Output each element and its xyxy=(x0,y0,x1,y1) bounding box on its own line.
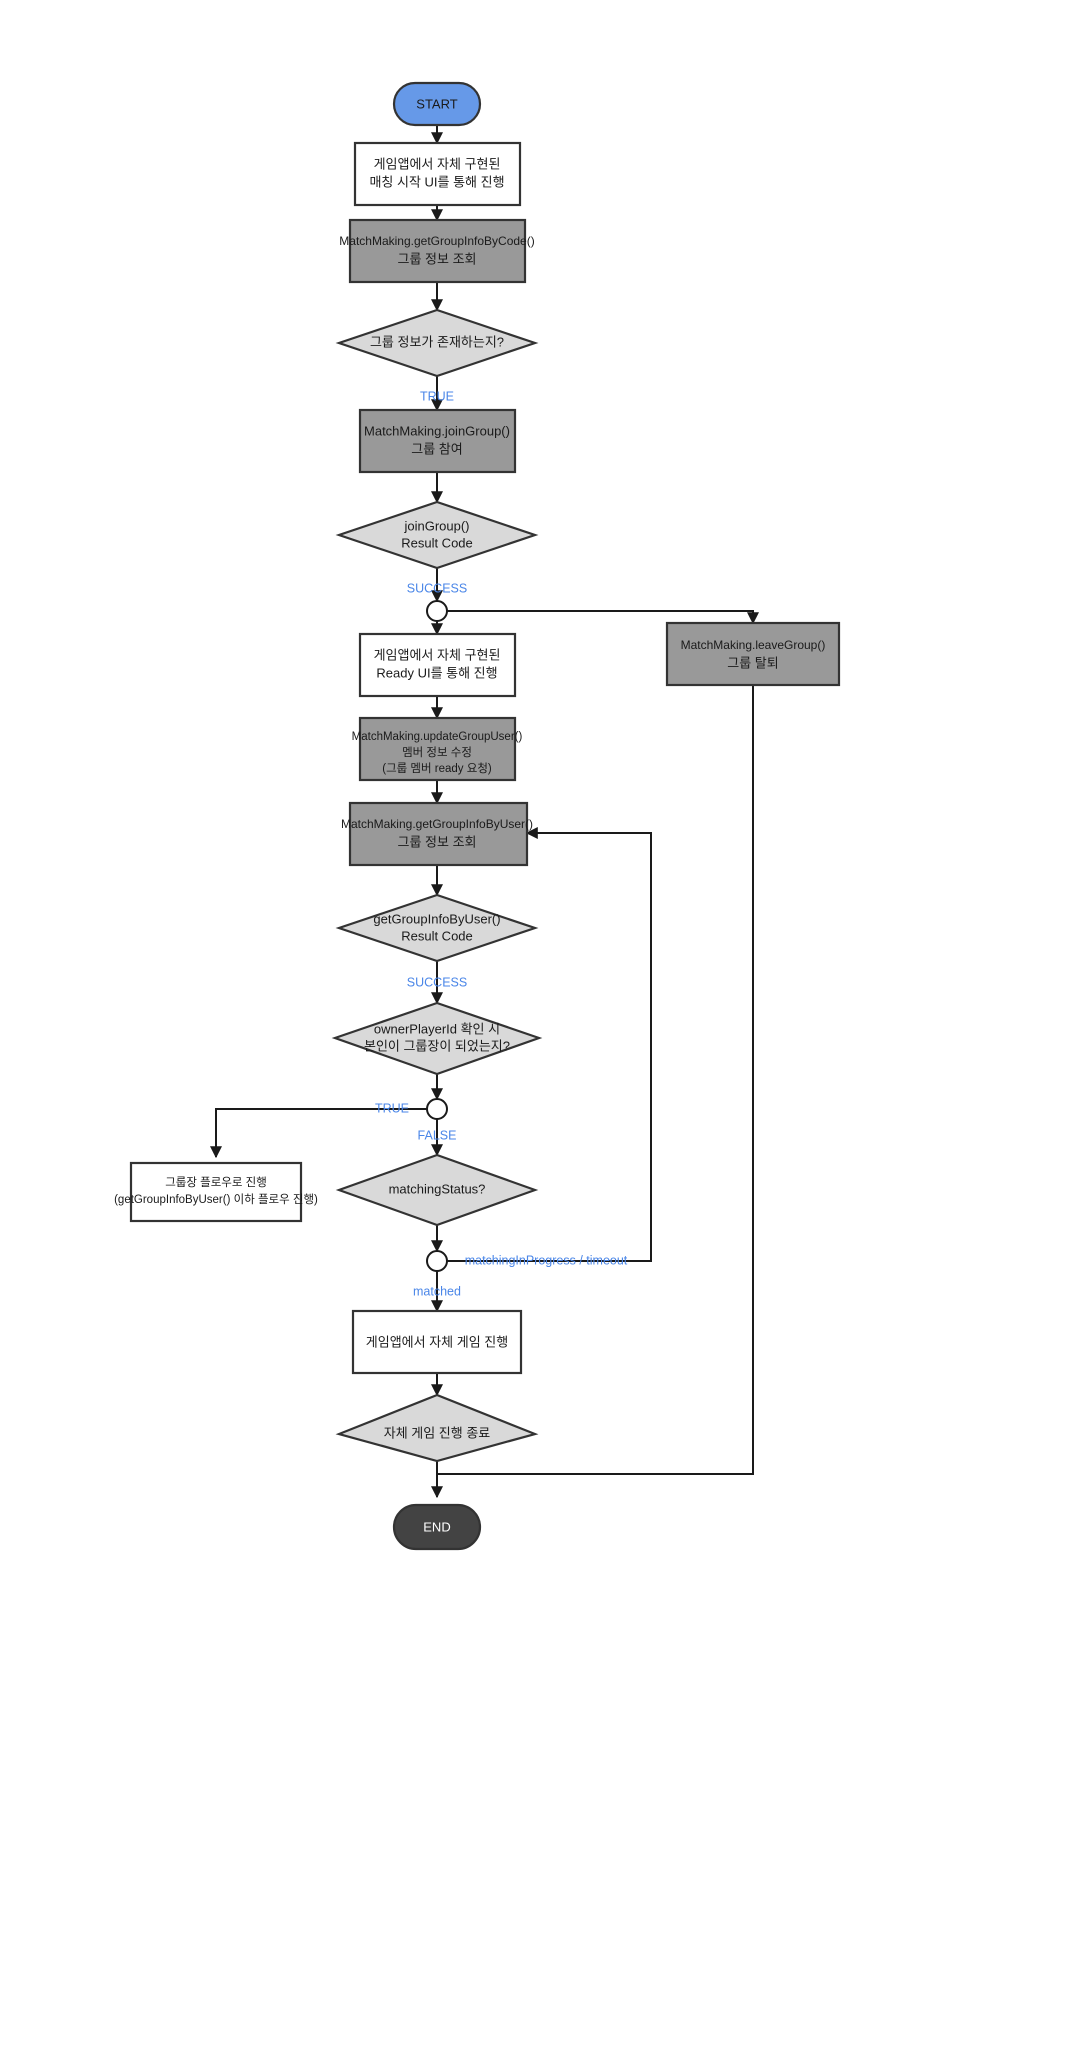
node-leave-group[interactable]: MatchMaking.leaveGroup() 그룹 탈퇴 xyxy=(665,621,841,687)
node-owner-flow-line1: 그룹장 플로우로 진행 xyxy=(165,1176,267,1189)
node-is-owner-decision[interactable]: ownerPlayerId 확인 시 본인이 그룹장이 되었는지? xyxy=(331,1001,543,1076)
node-ready-ui-line1: 게임앱에서 자체 구현된 xyxy=(374,647,501,662)
node-get-by-code-line1: MatchMaking.getGroupInfoByCode() xyxy=(339,234,534,248)
node-start-label: START xyxy=(416,96,457,111)
junction-join-success xyxy=(426,600,448,622)
node-is-owner-line1: ownerPlayerId 확인 시 xyxy=(374,1021,500,1036)
node-leave-group-line1: MatchMaking.leaveGroup() xyxy=(681,638,826,652)
node-is-owner-line2: 본인이 그룹장이 되었는지? xyxy=(364,1038,510,1053)
node-get-by-code-line2: 그룹 정보 조회 xyxy=(398,251,477,266)
node-match-ui-line1: 게임앱에서 자체 구현된 xyxy=(374,156,501,171)
node-update-user-line3: (그룹 멤버 ready 요청) xyxy=(382,762,492,775)
edge-matching-retry-loop xyxy=(447,827,652,1262)
node-ready-ui[interactable]: 게임앱에서 자체 구현된 Ready UI를 통해 진행 xyxy=(358,632,517,698)
edge-label-group-exists-true: TRUE xyxy=(420,389,454,403)
node-leave-group-line2: 그룹 탈퇴 xyxy=(727,655,778,670)
node-group-exists-decision[interactable]: 그룹 정보가 존재하는지? xyxy=(335,308,539,378)
node-join-group[interactable]: MatchMaking.joinGroup() 그룹 참여 xyxy=(358,408,517,474)
node-join-result-line1: joinGroup() xyxy=(403,518,469,533)
node-match-ui-line2: 매칭 시작 UI를 통해 진행 xyxy=(369,174,504,189)
node-join-result-decision[interactable]: joinGroup() Result Code xyxy=(335,500,539,570)
node-join-group-line2: 그룹 참여 xyxy=(411,441,462,456)
edge-label-user-success: SUCCESS xyxy=(407,975,467,989)
edge-label-join-success: SUCCESS xyxy=(407,581,467,595)
edge-label-matching-matched: matched xyxy=(413,1284,461,1298)
junction-layer xyxy=(426,600,448,1272)
node-play-game[interactable]: 게임앱에서 자체 게임 진행 xyxy=(351,1309,523,1375)
node-user-result-line1: getGroupInfoByUser() xyxy=(373,911,500,926)
node-user-result-line2: Result Code xyxy=(401,928,473,943)
node-join-result-line2: Result Code xyxy=(401,535,473,550)
edge-label-matching-retry: matchingInProgress / timeout xyxy=(465,1253,628,1267)
edge-junction-to-leave-group xyxy=(447,610,759,625)
edge-label-is-owner-false: FALSE xyxy=(418,1128,457,1142)
node-start[interactable]: START xyxy=(392,81,482,127)
junction-matching-status xyxy=(426,1250,448,1272)
node-matching-status-decision[interactable]: matchingStatus? xyxy=(335,1153,539,1227)
node-game-end-label: 자체 게임 진행 종료 xyxy=(384,1425,491,1440)
node-user-result-decision[interactable]: getGroupInfoByUser() Result Code xyxy=(335,893,539,963)
node-get-group-info-by-code[interactable]: MatchMaking.getGroupInfoByCode() 그룹 정보 조… xyxy=(339,218,535,284)
node-get-by-user-line2: 그룹 정보 조회 xyxy=(398,834,477,849)
node-get-group-info-by-user[interactable]: MatchMaking.getGroupInfoByUser() 그룹 정보 조… xyxy=(341,801,533,867)
node-play-game-label: 게임앱에서 자체 게임 진행 xyxy=(366,1334,508,1349)
node-match-ui[interactable]: 게임앱에서 자체 구현된 매칭 시작 UI를 통해 진행 xyxy=(353,141,522,207)
node-game-end-decision[interactable]: 자체 게임 진행 종료 xyxy=(335,1393,539,1463)
edge-label-is-owner-true: TRUE xyxy=(375,1101,409,1115)
node-ready-ui-line2: Ready UI를 통해 진행 xyxy=(376,665,497,680)
node-update-group-user[interactable]: MatchMaking.updateGroupUser() 멤버 정보 수정 (… xyxy=(352,716,523,782)
node-update-user-line2: 멤버 정보 수정 xyxy=(402,746,472,759)
node-get-by-user-line1: MatchMaking.getGroupInfoByUser() xyxy=(341,817,533,831)
node-join-group-line1: MatchMaking.joinGroup() xyxy=(364,423,510,438)
node-end[interactable]: END xyxy=(392,1503,482,1551)
node-matching-status-label: matchingStatus? xyxy=(389,1181,486,1196)
node-group-exists-label: 그룹 정보가 존재하는지? xyxy=(370,334,504,349)
node-owner-flow-line2: (getGroupInfoByUser() 이하 플로우 진행) xyxy=(114,1192,318,1206)
edge-leave-group-to-end xyxy=(437,685,754,1475)
node-end-label: END xyxy=(423,1519,450,1534)
node-owner-flow[interactable]: 그룹장 플로우로 진행 (getGroupInfoByUser() 이하 플로우… xyxy=(114,1161,318,1223)
edge-is-owner-true-to-owner-flow xyxy=(210,1108,427,1159)
node-update-user-line1: MatchMaking.updateGroupUser() xyxy=(352,731,523,743)
connector-layer xyxy=(210,125,759,1499)
junction-is-owner xyxy=(426,1098,448,1120)
edge-label-layer: TRUE SUCCESS SUCCESS TRUE FALSE matching… xyxy=(375,389,628,1298)
